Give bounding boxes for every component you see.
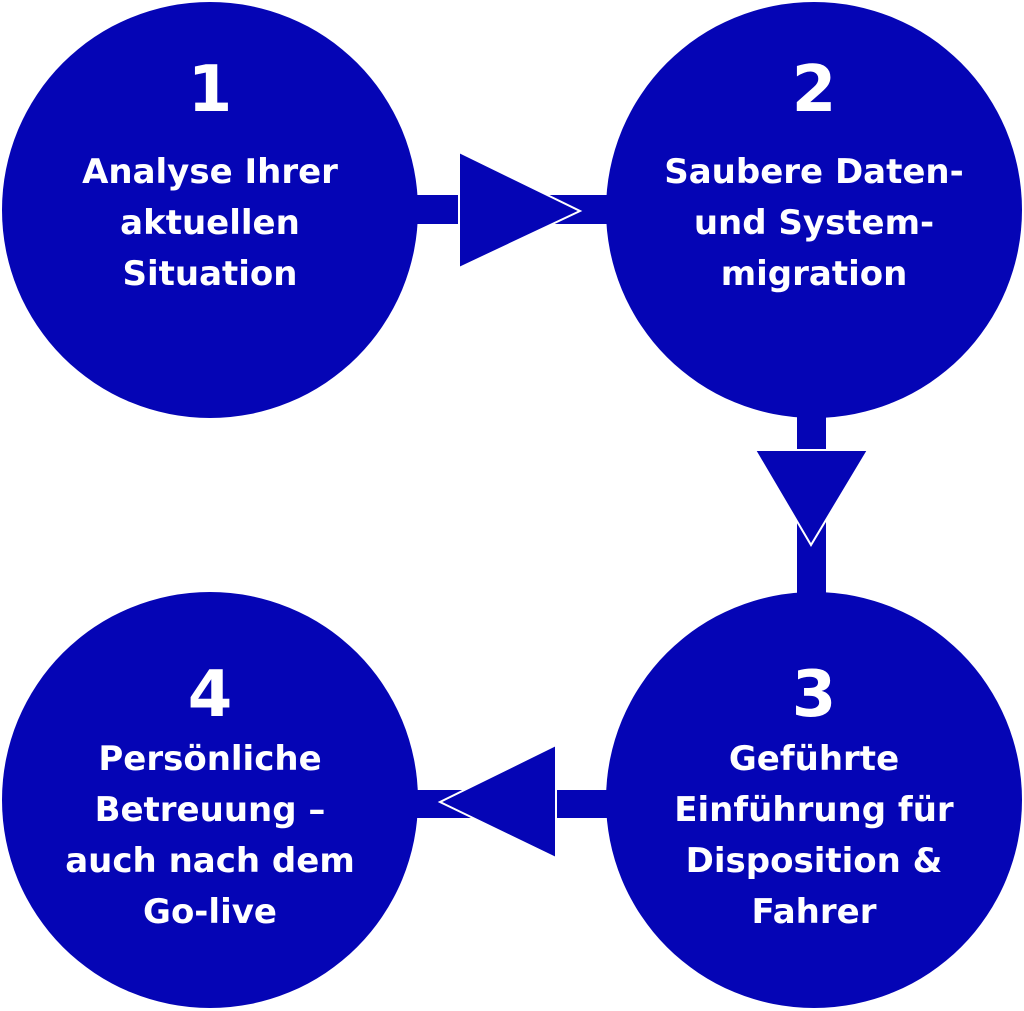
arrow-down-icon [753,410,870,600]
step-label: Analyse Ihrer aktuellen Situation [30,147,390,300]
step-number: 1 [187,53,233,127]
label-line: Fahrer [751,892,877,932]
label-line: auch nach dem [65,841,355,881]
step-2-circle [606,2,1022,418]
label-line: Einführung für [674,790,954,830]
step-3-circle [606,592,1022,1008]
step-number: 4 [187,658,233,732]
label-line: Situation [122,254,298,294]
step-label: Geführte Einführung für Disposition & Fa… [634,734,994,938]
step-number: 3 [791,658,837,732]
label-line: Analyse Ihrer [82,152,338,192]
step-number: 2 [791,53,837,127]
step-1: 1 Analyse Ihrer aktuellen Situation [30,55,390,300]
label-line: Saubere Daten- [664,152,964,192]
step-1-circle [2,2,418,418]
label-line: Betreuung – [94,790,326,830]
label-line: und System- [693,203,935,243]
label-line: Go-live [143,892,277,932]
step-2: 2 Saubere Daten- und System- migration [634,55,994,300]
step-3: 3 Geführte Einführung für Disposition & … [634,660,994,938]
step-4-circle [2,592,418,1008]
label-line: Persönliche [98,739,322,779]
step-label: Saubere Daten- und System- migration [634,147,994,300]
arrow-right-icon [410,150,610,270]
step-4: 4 Persönliche Betreuung – auch nach dem … [30,660,390,938]
step-label: Persönliche Betreuung – auch nach dem Go… [30,734,390,938]
arrow-left-icon [410,743,610,860]
label-line: Disposition & [685,841,943,881]
label-line: Geführte [728,739,900,779]
label-line: migration [720,254,908,294]
label-line: aktuellen [120,203,300,243]
